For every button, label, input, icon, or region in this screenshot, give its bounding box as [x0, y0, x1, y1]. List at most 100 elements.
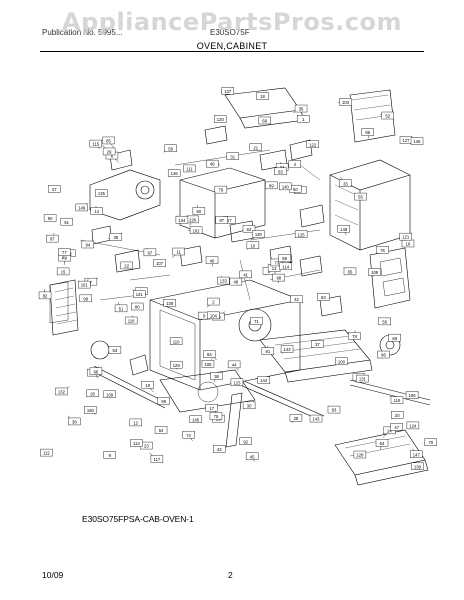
part-callout: 139 [411, 462, 424, 470]
callout-number: 101 [81, 283, 89, 288]
callout-number: 62 [247, 227, 252, 232]
callout-number: 115 [92, 142, 99, 147]
callout-box [249, 143, 262, 151]
part-callout: 115 [89, 139, 103, 150]
callout-number: 65 [348, 269, 353, 274]
callout-box [201, 360, 215, 368]
callout-number: 85 [106, 139, 111, 144]
callout-box [339, 98, 352, 106]
callout-box [348, 332, 361, 340]
part-callout: 47 [390, 423, 403, 432]
callout-box [354, 192, 367, 201]
part-callout: 87 [46, 232, 59, 243]
callout-number: 107 [156, 261, 164, 266]
rear-cover [129, 354, 149, 376]
callout-box [337, 225, 350, 233]
callout-box [131, 302, 144, 311]
callout-box [280, 345, 294, 353]
part-callout: 102 [188, 226, 203, 235]
callout-box [172, 247, 185, 256]
part-callout: 76 [376, 246, 389, 254]
callout-box [75, 203, 88, 212]
callout-number: 121 [402, 235, 410, 240]
part-callout: 89 [265, 181, 278, 190]
callout-box [256, 92, 269, 100]
callout-box [306, 140, 319, 148]
part-callout: 99 [79, 294, 92, 303]
callout-number: 120 [217, 117, 225, 122]
callout-box [274, 167, 287, 176]
callout-box [175, 215, 189, 224]
callout-number: 56 [382, 319, 387, 324]
callout-number: 139 [414, 464, 422, 469]
part-callout: 55 [354, 192, 367, 201]
part-callout: 127 [399, 136, 413, 144]
callout-number: 60 [197, 209, 202, 214]
part-callout: 28 [289, 414, 303, 424]
callout-box [114, 304, 128, 313]
callout-number: 104 [210, 313, 218, 318]
callout-box [388, 333, 401, 342]
callout-number: 42 [294, 297, 299, 302]
callout-box [209, 412, 223, 420]
part-callout: 4 [288, 160, 302, 168]
part-callout: 140 [279, 182, 292, 191]
callout-box [246, 241, 260, 249]
part-callout: 27 [48, 185, 61, 193]
callout-box [229, 277, 243, 286]
callout-box [124, 316, 138, 325]
callout-number: 98 [276, 276, 281, 281]
part-callout: 44 [227, 360, 241, 371]
callout-number: 54 [159, 428, 164, 433]
part-callout: 21 [249, 143, 262, 151]
callout-number: 105 [204, 362, 212, 367]
header-rule [40, 51, 424, 52]
part-callout: 17 [205, 404, 218, 412]
callout-number: 150 [87, 408, 95, 413]
part-callout: 103 [337, 98, 352, 106]
callout-number: 27 [52, 187, 57, 192]
long-rail-left [89, 365, 170, 409]
callout-box [265, 181, 278, 190]
callout-number: 19 [145, 383, 150, 388]
callout-box [261, 347, 275, 355]
left-blower-assembly [89, 169, 161, 221]
part-callout: 78 [348, 330, 361, 340]
callout-number: 81 [266, 349, 271, 354]
callout-number: 38 [72, 420, 77, 425]
part-callout: 117 [148, 452, 164, 463]
callout-box [227, 360, 241, 369]
callout-box [242, 401, 256, 410]
callout-number: 67 [148, 250, 153, 255]
callout-number: 21 [253, 145, 258, 150]
callout-number: 134 [178, 218, 186, 223]
callout-number: 86 [365, 130, 370, 135]
callout-number: 114 [282, 264, 289, 269]
callout-number: 142 [284, 347, 292, 352]
part-callout: 91 [60, 217, 73, 226]
callout-box [89, 367, 103, 375]
callout-number: 30 [247, 403, 252, 408]
callout-box [294, 230, 308, 238]
part-callout: 22 [120, 261, 133, 270]
long-rail-center [239, 380, 325, 421]
part-callout: 29 [102, 145, 116, 156]
callout-number: 131 [359, 377, 367, 382]
callout-number: 47 [394, 425, 399, 430]
callout-number: 48 [234, 280, 239, 285]
part-callout: 149 [75, 202, 88, 212]
part-callout: 75 [209, 410, 223, 420]
part-callout: 39 [108, 233, 123, 241]
callout-number: 110 [173, 339, 180, 344]
callout-number: 124 [409, 424, 417, 429]
callout-box [40, 448, 53, 457]
part-callout: 1 [297, 115, 310, 123]
callout-box [288, 160, 302, 168]
callout-box [95, 189, 108, 197]
part-callout: 118 [124, 315, 138, 325]
callout-box [102, 147, 116, 156]
callout-box [46, 234, 59, 243]
part-callout: 120 [214, 115, 227, 123]
part-callout: 15 [56, 267, 70, 276]
